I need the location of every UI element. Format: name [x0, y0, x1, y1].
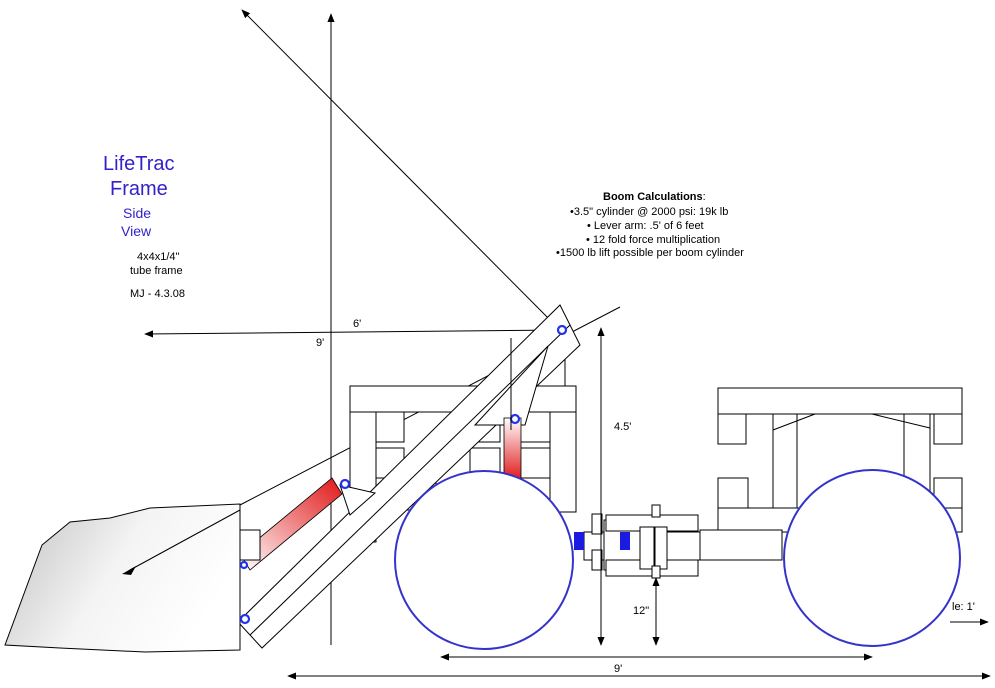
bucket-tilt-cylinder	[239, 477, 343, 571]
subtitle-line2: View	[121, 223, 152, 239]
calc-heading: Boom Calculations:	[603, 191, 706, 203]
subtitle-line1: Side	[123, 205, 151, 221]
title-line2: Frame	[110, 178, 168, 200]
boom-lift-cylinder	[503, 417, 522, 481]
calc-line4: •1500 lb lift possible per boom cylinder	[556, 247, 744, 259]
bucket-lower-pivot	[239, 613, 251, 625]
calc-line1: •3.5" cylinder @ 2000 psi: 19k lb	[570, 206, 728, 218]
spec-line1: 4x4x1/4"	[137, 251, 180, 263]
scale-label: le: 1'	[952, 601, 975, 613]
tilt-cylinder-pivot	[339, 478, 351, 490]
spec-line2: tube frame	[130, 265, 183, 277]
articulation-joint	[574, 504, 783, 579]
front-wheel	[394, 470, 574, 650]
bucket-upper-pivot	[239, 560, 249, 570]
horizontal-reach-line	[144, 329, 566, 338]
calc-line2: • Lever arm: .5' of 6 feet	[587, 220, 704, 232]
hydraulic-motor-block-right	[620, 532, 630, 550]
dim-label-six-ft: 6'	[353, 318, 361, 330]
cylinder-top-pivot	[509, 413, 521, 425]
dim-label-four-five-ft: 4.5'	[614, 421, 631, 433]
title-line1: LifeTrac	[103, 153, 175, 175]
boom-pivot-point	[556, 324, 568, 336]
rear-wheel	[783, 469, 961, 647]
bucket	[4, 503, 261, 653]
calc-line3: • 12 fold force multiplication	[586, 234, 720, 246]
dim-label-nine-ft-top: 9'	[316, 337, 324, 349]
hydraulic-motor-block-left	[574, 532, 584, 550]
diagonal-force-line	[241, 9, 566, 336]
dim-label-twelve-in: 12"	[633, 605, 649, 617]
dim-label-nine-ft-bottom: 9'	[614, 663, 622, 675]
author-date: MJ - 4.3.08	[130, 288, 185, 300]
